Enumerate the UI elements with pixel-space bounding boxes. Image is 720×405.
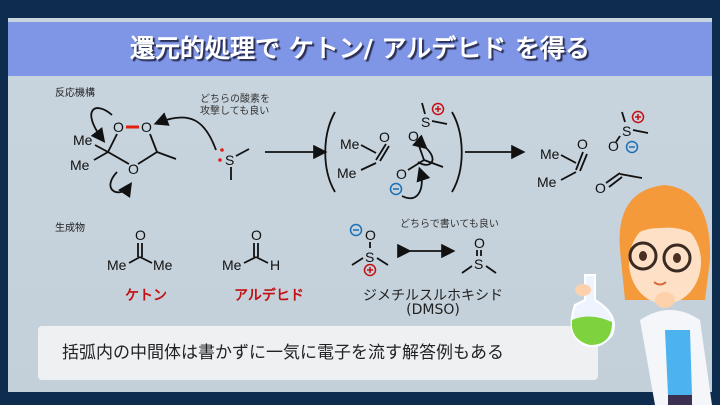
aldehyde-structure: O Me H	[222, 227, 280, 273]
svg-text:O: O	[608, 138, 619, 154]
svg-text:O: O	[474, 235, 485, 251]
svg-text:O: O	[408, 128, 419, 144]
svg-text:Me: Me	[337, 165, 357, 181]
svg-text:S: S	[365, 249, 374, 265]
dmso-zwitterion: OS	[349, 223, 389, 277]
dmso-abbr: (DMSO)	[406, 302, 460, 318]
footer-note: 括弧内の中間体は書かずに一気に電子を流す解答例もある	[38, 326, 598, 380]
svg-text:O: O	[251, 227, 262, 243]
note-line: どちらの酸素を	[200, 94, 270, 105]
svg-text:S: S	[225, 152, 234, 168]
dimethyl-sulfide: S	[153, 112, 250, 180]
dmso-double-bond: OS	[461, 235, 497, 274]
dmso-name: ジメチルスルホキシド	[363, 288, 503, 304]
ketone-label: ケトン	[125, 288, 167, 304]
svg-text:O: O	[379, 129, 390, 145]
aldehyde-label: アルデヒド	[234, 288, 304, 304]
svg-text:S: S	[474, 256, 483, 272]
svg-text:S: S	[421, 114, 430, 130]
svg-text:O: O	[113, 119, 124, 135]
svg-text:Me: Me	[70, 157, 90, 173]
svg-text:O: O	[365, 227, 376, 243]
scientist-girl-illustration	[570, 185, 712, 405]
svg-text:Me: Me	[222, 257, 242, 273]
svg-text:Me: Me	[73, 132, 93, 148]
svg-text:Me: Me	[340, 136, 360, 152]
svg-text:O: O	[396, 166, 407, 182]
svg-text:Me: Me	[153, 257, 173, 273]
ketone-structure: O Me Me	[107, 227, 173, 273]
svg-text:H: H	[270, 257, 280, 273]
note-either-oxygen: どちらの酸素を攻撃しても良い	[200, 94, 270, 118]
svg-text:Me: Me	[537, 174, 557, 190]
mechanism-heading: 反応機構	[55, 88, 95, 99]
svg-text:O: O	[135, 227, 146, 243]
bracket-right	[451, 111, 463, 193]
svg-text:O: O	[128, 161, 139, 177]
svg-text:O: O	[577, 136, 588, 152]
note-either-drawing: どちらで書いても良い	[400, 219, 499, 230]
products-heading: 生成物	[55, 223, 85, 234]
svg-text:O: O	[141, 119, 152, 135]
svg-text:O: O	[595, 180, 606, 196]
svg-text:Me: Me	[540, 146, 560, 162]
svg-text:Me: Me	[107, 257, 127, 273]
slide-title: 還元的処理で ケトン/ アルデヒド を得る	[8, 22, 712, 76]
note-line: 攻撃しても良い	[200, 106, 270, 117]
bracket-left	[324, 111, 336, 193]
svg-text:S: S	[622, 123, 631, 139]
